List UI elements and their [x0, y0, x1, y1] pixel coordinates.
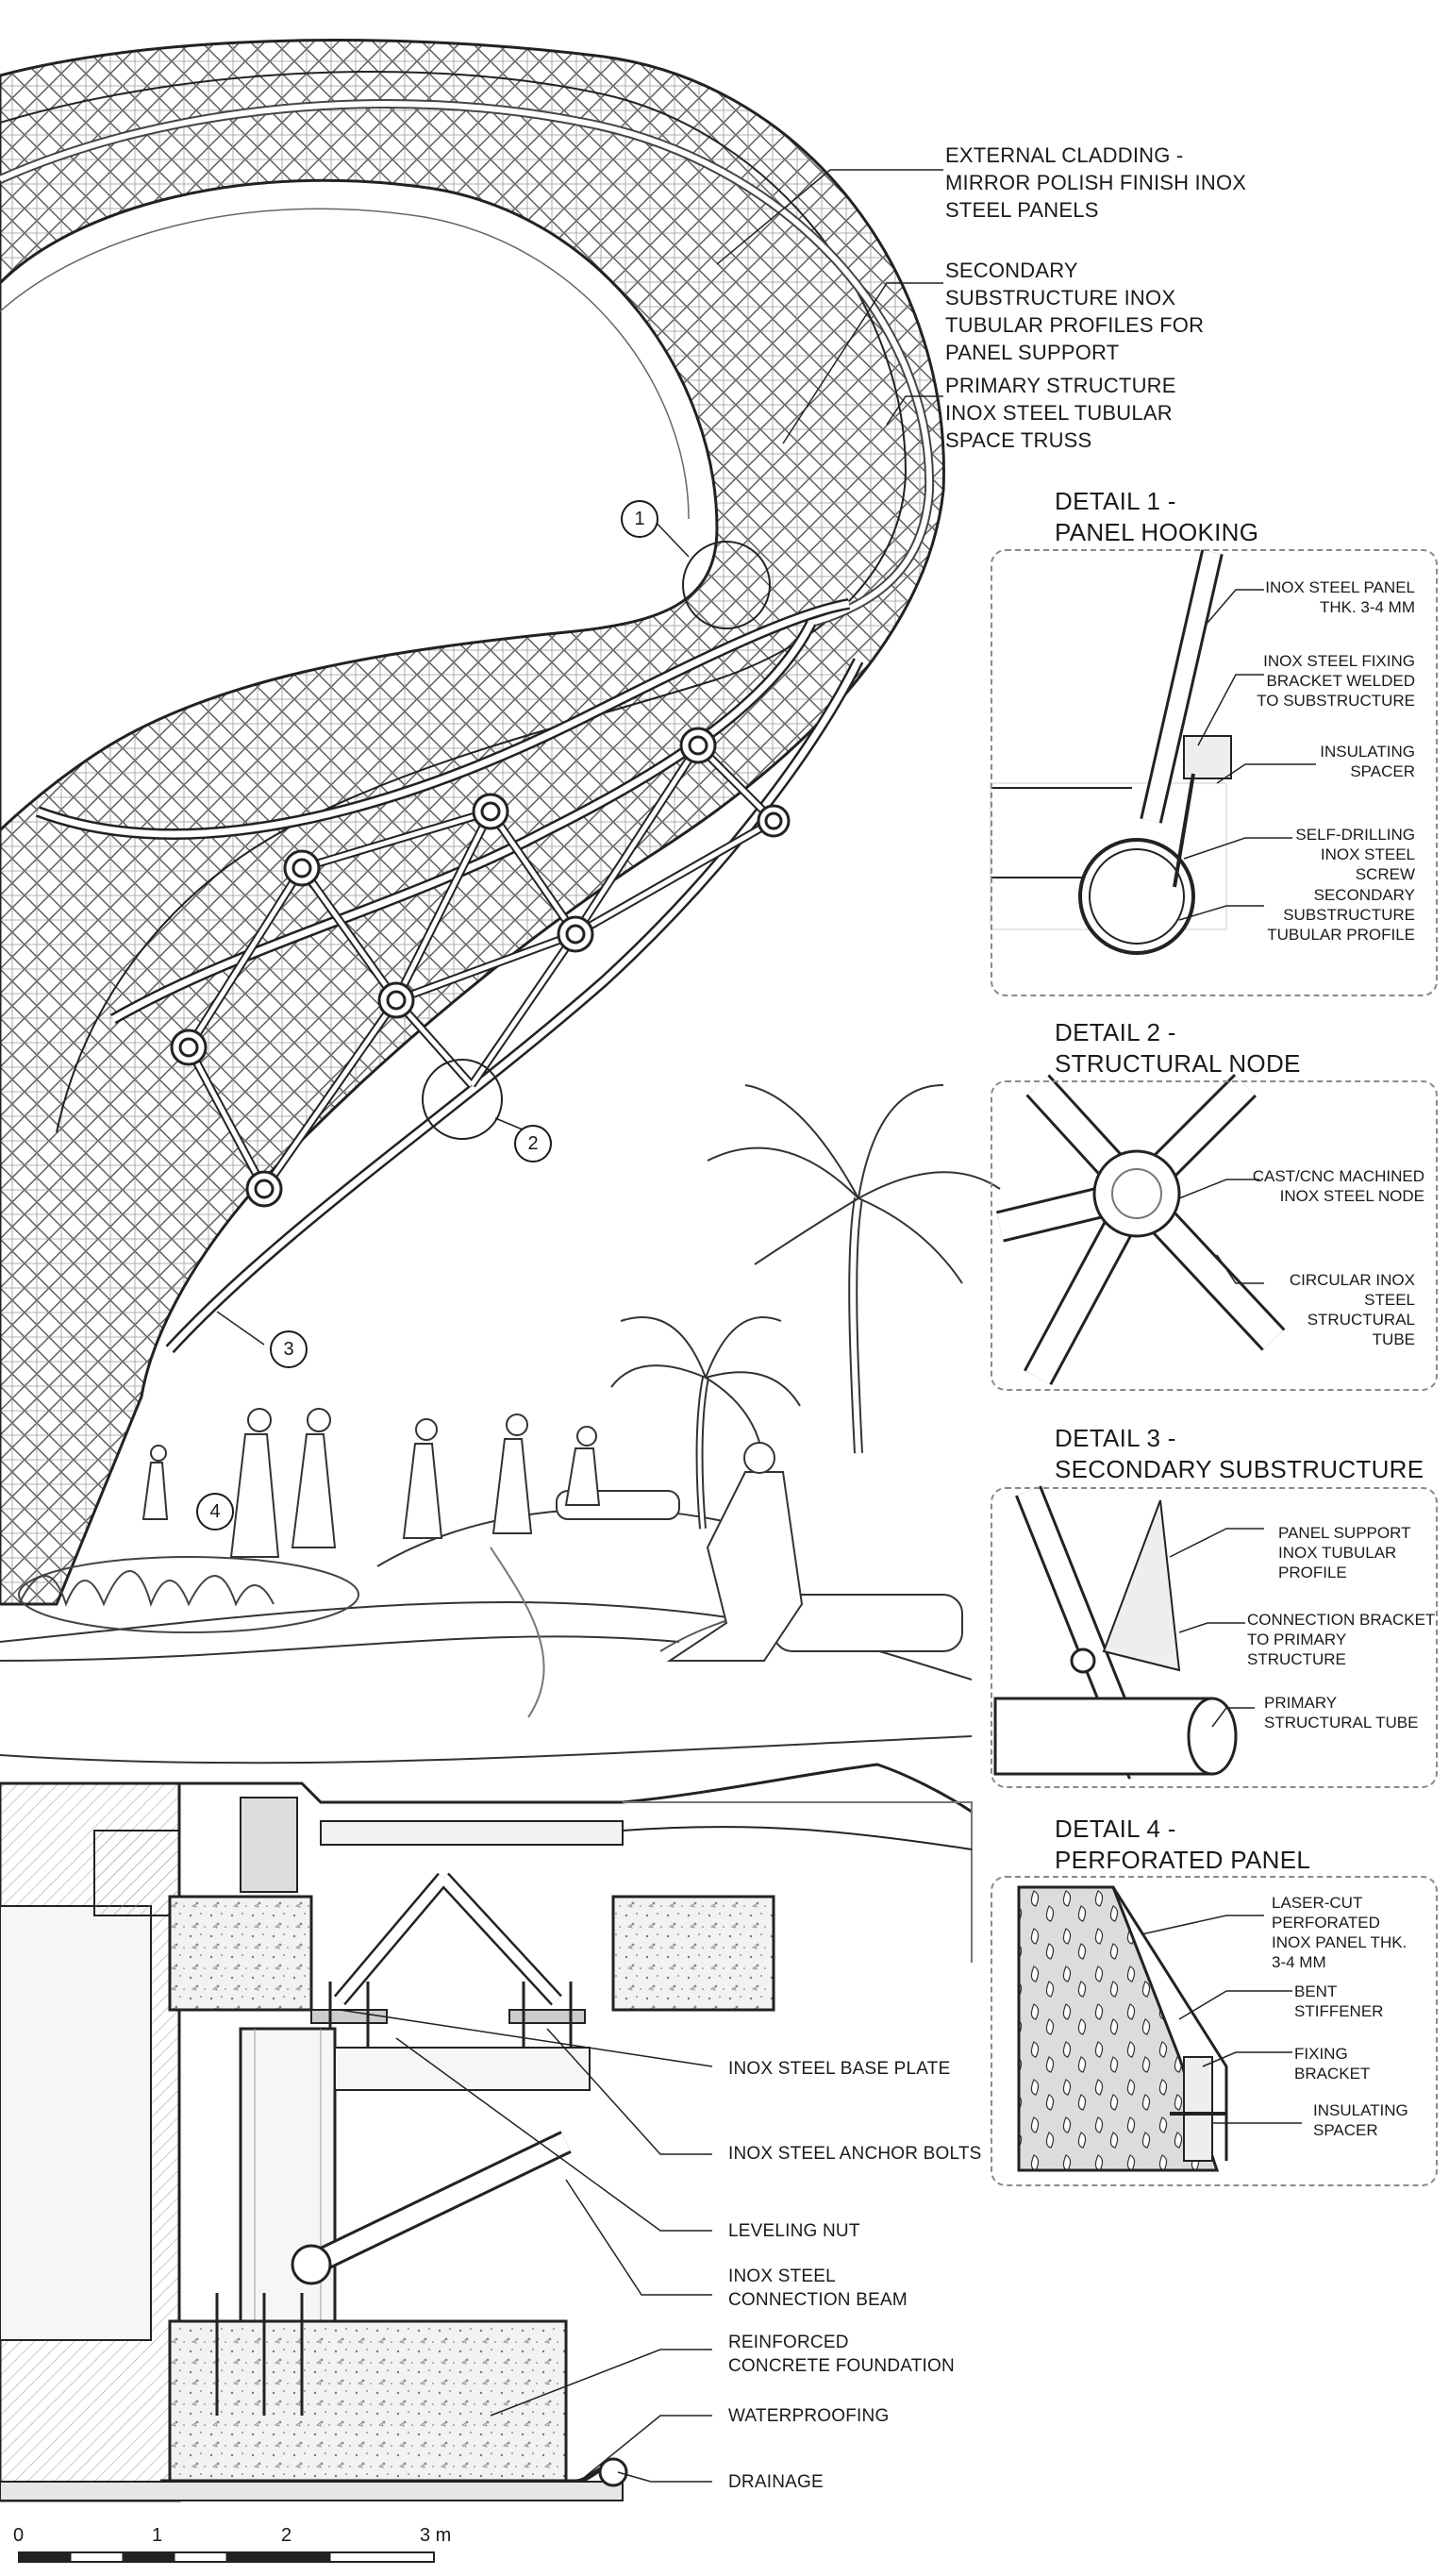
- detail-4-title-line2: PERFORATED PANEL: [1055, 1846, 1311, 1874]
- detail-3-title-line1: DETAIL 3 -: [1055, 1424, 1176, 1452]
- palm-trees: [610, 1084, 1001, 1530]
- detail-1-drawing: [990, 549, 1232, 955]
- scale-tick-0: 0: [13, 2525, 25, 2546]
- callout-primary-structure: PRIMARY STRUCTURE INOX STEEL TUBULAR SPA…: [945, 374, 1176, 452]
- landscape: [0, 1490, 973, 1765]
- detail-1-note-bracket: INOX STEEL FIXING BRACKET WELDED TO SUBS…: [1257, 652, 1415, 710]
- people-figures: [142, 1408, 804, 1662]
- detail-2-title-line2: STRUCTURAL NODE: [1055, 1049, 1301, 1078]
- detail-2-title: DETAIL 2 - STRUCTURAL NODE: [1055, 1017, 1301, 1079]
- detail-2-title-line1: DETAIL 2 -: [1055, 1018, 1176, 1046]
- detail-3-box: [991, 1487, 1438, 1788]
- detail-4-note-panel: LASER-CUT PERFORATED INOX PANEL THK. 3-4…: [1272, 1894, 1407, 1971]
- detail-1-title: DETAIL 1 - PANEL HOOKING: [1055, 486, 1258, 548]
- detail-4-note-bracket: FIXING BRACKET: [1294, 2045, 1371, 2083]
- scale-tick-1: 1: [152, 2525, 163, 2546]
- detail-1-title-line1: DETAIL 1 -: [1055, 487, 1176, 515]
- detail-marker-1: 1: [621, 500, 658, 538]
- foundation-label-base-plate: INOX STEEL BASE PLATE: [728, 2059, 951, 2079]
- callout-external-cladding: EXTERNAL CLADDING - MIRROR POLISH FINISH…: [945, 143, 1247, 222]
- detail-3-title: DETAIL 3 - SECONDARY SUBSTRUCTURE: [1055, 1423, 1424, 1485]
- detail-4-note-stiffener: BENT STIFFENER: [1294, 1982, 1384, 2020]
- detail-marker-4: 4: [196, 1493, 234, 1531]
- detail-4-title-line1: DETAIL 4 -: [1055, 1815, 1176, 1843]
- detail-4-box: [991, 1876, 1438, 2186]
- detail-3-title-line2: SECONDARY SUBSTRUCTURE: [1055, 1455, 1424, 1483]
- detail-marker-2: 2: [514, 1125, 552, 1163]
- detail-2-note-node: CAST/CNC MACHINED INOX STEEL NODE: [1252, 1167, 1424, 1205]
- foundation-section: [0, 1763, 973, 2502]
- space-truss: [35, 541, 864, 1354]
- truss-nodes: [170, 727, 791, 1208]
- detail-3-note-bracket: CONNECTION BRACKET TO PRIMARY STRUCTURE: [1247, 1611, 1435, 1668]
- detail-1-note-screw: SELF-DRILLING INOX STEEL SCREW: [1295, 826, 1415, 883]
- foundation-label-waterproofing: WATERPROOFING: [728, 2406, 890, 2426]
- scale-tick-3m: 3 m: [420, 2525, 452, 2546]
- detail-1-box: [991, 549, 1438, 996]
- leader-lines: [216, 169, 1316, 2483]
- detail-3-drawing: [993, 1485, 1238, 1780]
- foundation-label-drainage: DRAINAGE: [728, 2472, 824, 2492]
- sculpture-shell: [0, 39, 945, 1606]
- detail-1-note-tubular: SECONDARY SUBSTRUCTURE TUBULAR PROFILE: [1267, 886, 1415, 944]
- detail-4-title: DETAIL 4 - PERFORATED PANEL: [1055, 1814, 1310, 1876]
- detail-1-title-line2: PANEL HOOKING: [1055, 518, 1259, 546]
- detail-2-drawing: [996, 1073, 1286, 1386]
- detail-4-note-spacer: INSULATING SPACER: [1313, 2101, 1408, 2139]
- scale-tick-2: 2: [281, 2525, 292, 2546]
- detail-2-box: [991, 1080, 1438, 1391]
- detail-3-note-tube: PRIMARY STRUCTURAL TUBE: [1264, 1694, 1419, 1731]
- detail-1-note-spacer: INSULATING SPACER: [1320, 743, 1415, 780]
- detail-marker-3: 3: [270, 1330, 308, 1368]
- foundation-label-anchor-bolts: INOX STEEL ANCHOR BOLTS: [728, 2144, 982, 2164]
- detail-1-note-panel: INOX STEEL PANEL THK. 3-4 mm: [1265, 578, 1415, 616]
- foundation-label-concrete: REINFORCED CONCRETE FOUNDATION: [728, 2333, 955, 2376]
- foundation-label-connection-beam: INOX STEEL CONNECTION BEAM: [728, 2267, 908, 2310]
- callout-secondary-substructure: SECONDARY SUBSTRUCTURE INOX TUBULAR PROF…: [945, 259, 1205, 364]
- detail-2-note-tube: CIRCULAR INOX STEEL STRUCTURAL TUBE: [1289, 1271, 1415, 1348]
- foundation-label-leveling-nut: LEVELING NUT: [728, 2221, 860, 2241]
- detail-4-drawing: [1017, 1885, 1228, 2172]
- scale-bar: [18, 2551, 435, 2563]
- detail-3-note-profile: PANEL SUPPORT INOX TUBULAR PROFILE: [1278, 1524, 1411, 1581]
